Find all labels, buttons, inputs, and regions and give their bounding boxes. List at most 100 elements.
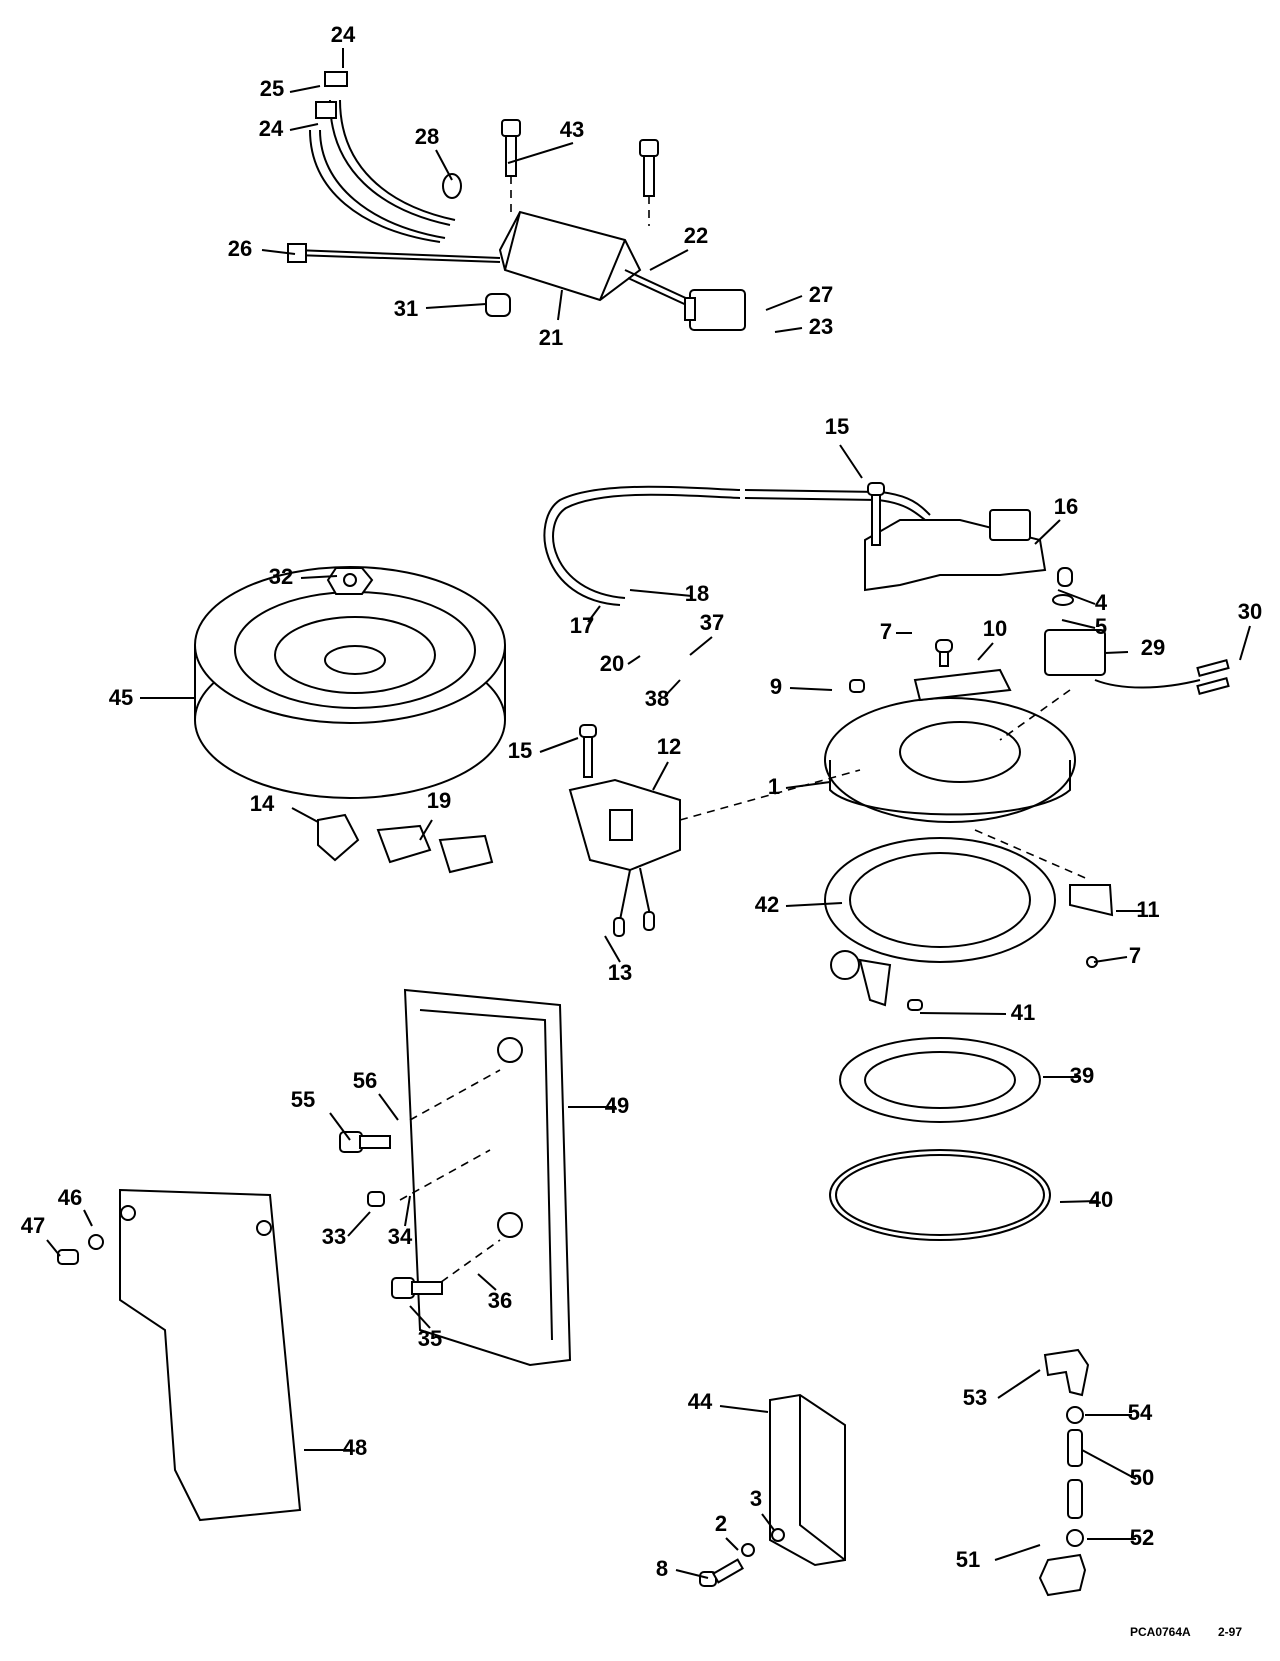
leader-line xyxy=(419,819,433,841)
callout-30: 30 xyxy=(1238,599,1262,661)
callout-label: 5 xyxy=(1095,614,1107,639)
callout-label: 17 xyxy=(570,613,594,638)
callout-label: 53 xyxy=(963,1385,987,1410)
leader-line xyxy=(997,1369,1041,1399)
callout-label: 12 xyxy=(657,734,681,759)
ignition-module-29-part xyxy=(999,567,1230,741)
leader-line xyxy=(507,142,574,164)
flywheel-part xyxy=(194,566,506,799)
callout-10: 10 xyxy=(977,616,1007,661)
leader-line xyxy=(629,589,693,597)
callout-label: 8 xyxy=(656,1556,668,1581)
leader-line xyxy=(1104,651,1129,654)
timer-base-part xyxy=(543,482,1047,606)
callout-18: 18 xyxy=(629,581,709,606)
callout-24: 24 xyxy=(259,116,319,141)
figure-code: PCA0764A xyxy=(1130,1625,1191,1639)
callout-label: 31 xyxy=(394,296,418,321)
callout-26: 26 xyxy=(228,236,296,261)
callout-21: 21 xyxy=(539,289,563,350)
retainer-plate-part xyxy=(824,829,1114,1007)
leader-line xyxy=(289,85,321,93)
callout-54: 54 xyxy=(1085,1400,1153,1425)
callout-2: 2 xyxy=(715,1511,739,1551)
leader-line xyxy=(1034,519,1061,545)
callout-20: 20 xyxy=(600,651,641,676)
leader-line xyxy=(1081,1449,1137,1480)
callout-label: 18 xyxy=(685,581,709,606)
leader-line xyxy=(291,807,319,823)
callout-label: 52 xyxy=(1130,1525,1154,1550)
leader-line xyxy=(1239,625,1251,661)
callout-28: 28 xyxy=(415,124,453,181)
callout-39: 39 xyxy=(1043,1063,1094,1088)
callout-16: 16 xyxy=(1034,494,1078,545)
callout-37: 37 xyxy=(689,610,724,656)
leader-line xyxy=(347,1211,371,1237)
callout-49: 49 xyxy=(568,1093,629,1118)
armature-plate-part xyxy=(824,639,1076,823)
bolt-43-part xyxy=(501,119,659,226)
power-pack-part xyxy=(287,71,746,331)
callout-label: 11 xyxy=(1136,897,1159,922)
callout-50: 50 xyxy=(1081,1449,1154,1490)
leader-line xyxy=(789,687,833,691)
bearing-rings-part xyxy=(829,999,1051,1241)
leader-line xyxy=(378,1093,399,1121)
callout-label: 45 xyxy=(109,685,133,710)
callout-label: 33 xyxy=(322,1224,346,1249)
callout-43: 43 xyxy=(507,117,584,164)
callout-24: 24 xyxy=(331,22,356,68)
leader-line xyxy=(1093,956,1128,963)
leader-line xyxy=(774,327,803,333)
callout-label: 20 xyxy=(600,651,624,676)
leader-line xyxy=(435,149,453,181)
callout-55: 55 xyxy=(291,1087,351,1141)
leader-line xyxy=(1057,589,1096,605)
callout-label: 3 xyxy=(750,1486,762,1511)
callout-label: 15 xyxy=(508,738,532,763)
leader-line xyxy=(1061,619,1096,629)
hose-fittings-part xyxy=(1038,1348,1090,1597)
callout-52: 52 xyxy=(1087,1525,1154,1550)
callout-label: 50 xyxy=(1130,1465,1154,1490)
callout-23: 23 xyxy=(774,314,833,339)
callout-label: 48 xyxy=(343,1435,367,1460)
callout-42: 42 xyxy=(755,892,843,917)
callout-7: 7 xyxy=(880,619,912,644)
leader-line xyxy=(785,902,843,907)
leader-line xyxy=(539,737,579,753)
callout-label: 24 xyxy=(259,116,284,141)
leader-line xyxy=(83,1209,93,1227)
callout-label: 54 xyxy=(1128,1400,1153,1425)
callout-label: 26 xyxy=(228,236,252,261)
callout-14: 14 xyxy=(250,791,319,823)
callout-17: 17 xyxy=(570,605,601,638)
leader-line xyxy=(765,295,803,311)
leader-line xyxy=(404,1195,411,1227)
callout-9: 9 xyxy=(770,674,833,699)
rectifier-part xyxy=(699,1393,846,1587)
leader-line xyxy=(839,444,863,479)
callout-51: 51 xyxy=(956,1544,1041,1572)
callout-48: 48 xyxy=(304,1435,367,1460)
callout-label: 32 xyxy=(269,564,293,589)
callout-27: 27 xyxy=(765,282,833,311)
callout-32: 32 xyxy=(269,564,338,589)
leader-line xyxy=(329,1112,351,1141)
callout-45: 45 xyxy=(109,685,195,710)
leader-line xyxy=(649,249,689,271)
callout-15: 15 xyxy=(825,414,863,479)
leader-line xyxy=(289,123,319,131)
callout-label: 55 xyxy=(291,1087,315,1112)
callout-label: 37 xyxy=(700,610,724,635)
callout-label: 21 xyxy=(539,325,563,350)
callout-46: 46 xyxy=(58,1185,93,1227)
callout-25: 25 xyxy=(260,76,321,101)
callout-7: 7 xyxy=(1093,943,1141,968)
callout-label: 24 xyxy=(331,22,356,47)
callout-label: 30 xyxy=(1238,599,1262,624)
leader-line xyxy=(604,935,621,963)
